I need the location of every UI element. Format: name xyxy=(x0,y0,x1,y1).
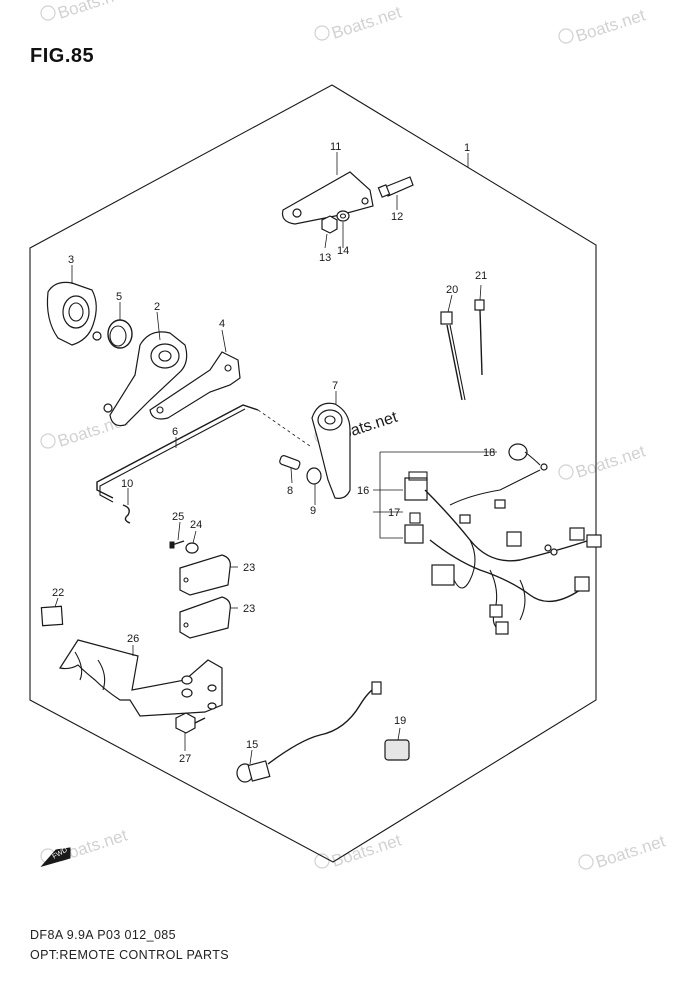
part-4-link xyxy=(149,351,241,420)
callout-17: 17 xyxy=(388,507,400,519)
part-23-block-lower xyxy=(179,596,231,639)
part-15-cable xyxy=(236,681,382,783)
diagram-description: OPT:REMOTE CONTROL PARTS xyxy=(30,948,229,962)
watermark: Boats.net xyxy=(314,2,404,43)
callout-11: 11 xyxy=(330,141,341,153)
part-8-pin xyxy=(279,455,301,470)
part-16-relay xyxy=(404,471,428,501)
callout-27: 27 xyxy=(179,753,191,765)
callout-4: 4 xyxy=(219,318,225,330)
part-20-tie xyxy=(440,311,466,401)
callout-26: 26 xyxy=(127,633,139,645)
svg-text:Boats.net: Boats.net xyxy=(329,2,403,42)
part-12-bolt xyxy=(377,176,414,198)
part-6-rod xyxy=(96,404,311,503)
part-3-bracket xyxy=(46,281,102,346)
watermark: Boats.net xyxy=(40,0,130,23)
diagram-code: DF8A 9.9A P03 012_085 xyxy=(30,928,177,942)
figure-title: FIG.85 xyxy=(30,45,95,67)
kit-outline xyxy=(29,84,597,863)
part-21-tie xyxy=(474,299,485,376)
watermarks: Boats.net Boats.net Boats.net Boats.net … xyxy=(40,0,668,872)
part-19-pad xyxy=(384,739,410,761)
callout-2: 2 xyxy=(154,301,160,313)
svg-text:Boats.net: Boats.net xyxy=(55,0,129,23)
callout-15: 15 xyxy=(246,739,258,751)
wiring-harness xyxy=(424,469,602,635)
part-7-arm xyxy=(311,402,351,499)
watermark: Boats.net xyxy=(558,5,648,46)
callout-12: 12 xyxy=(391,211,403,223)
part-11-bracket xyxy=(281,171,374,225)
callout-6: 6 xyxy=(172,426,178,438)
callout-22: 22 xyxy=(52,587,64,599)
callout-21: 21 xyxy=(475,270,487,282)
part-25-screw xyxy=(169,540,185,549)
part-10-clip xyxy=(122,504,131,524)
callout-25: 25 xyxy=(172,511,184,523)
callout-20: 20 xyxy=(446,284,458,296)
callout-23-lower: 23 xyxy=(243,603,255,615)
callout-13: 13 xyxy=(319,252,331,264)
callout-9: 9 xyxy=(310,505,316,517)
callouts: 1 2 3 4 5 6 7 8 9 10 11 12 13 14 16 17 1… xyxy=(52,141,495,765)
callout-1: 1 xyxy=(464,142,470,154)
callout-8: 8 xyxy=(287,485,293,497)
callout-5: 5 xyxy=(116,291,122,303)
callout-7: 7 xyxy=(332,380,338,392)
callout-14: 14 xyxy=(337,245,349,257)
fwd-arrow-icon: FWD xyxy=(40,847,71,867)
watermark: Boats.net xyxy=(578,831,668,872)
watermark: Boats.net xyxy=(558,441,648,482)
callout-19: 19 xyxy=(394,715,406,727)
part-18-connector xyxy=(508,443,548,471)
callout-10: 10 xyxy=(121,478,133,490)
part-24-washer xyxy=(185,542,199,554)
part-5-spring xyxy=(107,319,133,349)
part-26-plate xyxy=(59,639,223,717)
part-9-washer xyxy=(306,467,322,485)
watermark: Boats.net xyxy=(314,830,404,871)
part-23-block-upper xyxy=(179,554,231,596)
part-2-lever xyxy=(103,331,188,427)
part-17-relay xyxy=(404,512,424,544)
svg-text:Boats.net: Boats.net xyxy=(573,441,647,481)
callout-24: 24 xyxy=(190,519,202,531)
part-13-nut xyxy=(321,215,338,234)
part-22-pad xyxy=(40,605,64,627)
svg-text:Boats.net: Boats.net xyxy=(593,831,667,871)
leaders xyxy=(54,152,497,765)
part-27-bolt xyxy=(175,712,206,734)
svg-text:Boats.net: Boats.net xyxy=(329,830,403,870)
svg-text:Boats.net: Boats.net xyxy=(573,5,647,45)
callout-16: 16 xyxy=(357,485,369,497)
part-14-washer xyxy=(336,210,350,222)
callout-18: 18 xyxy=(483,447,495,459)
callout-3: 3 xyxy=(68,254,74,266)
callout-23-upper: 23 xyxy=(243,562,255,574)
svg-text:Boats.net: Boats.net xyxy=(55,825,129,865)
